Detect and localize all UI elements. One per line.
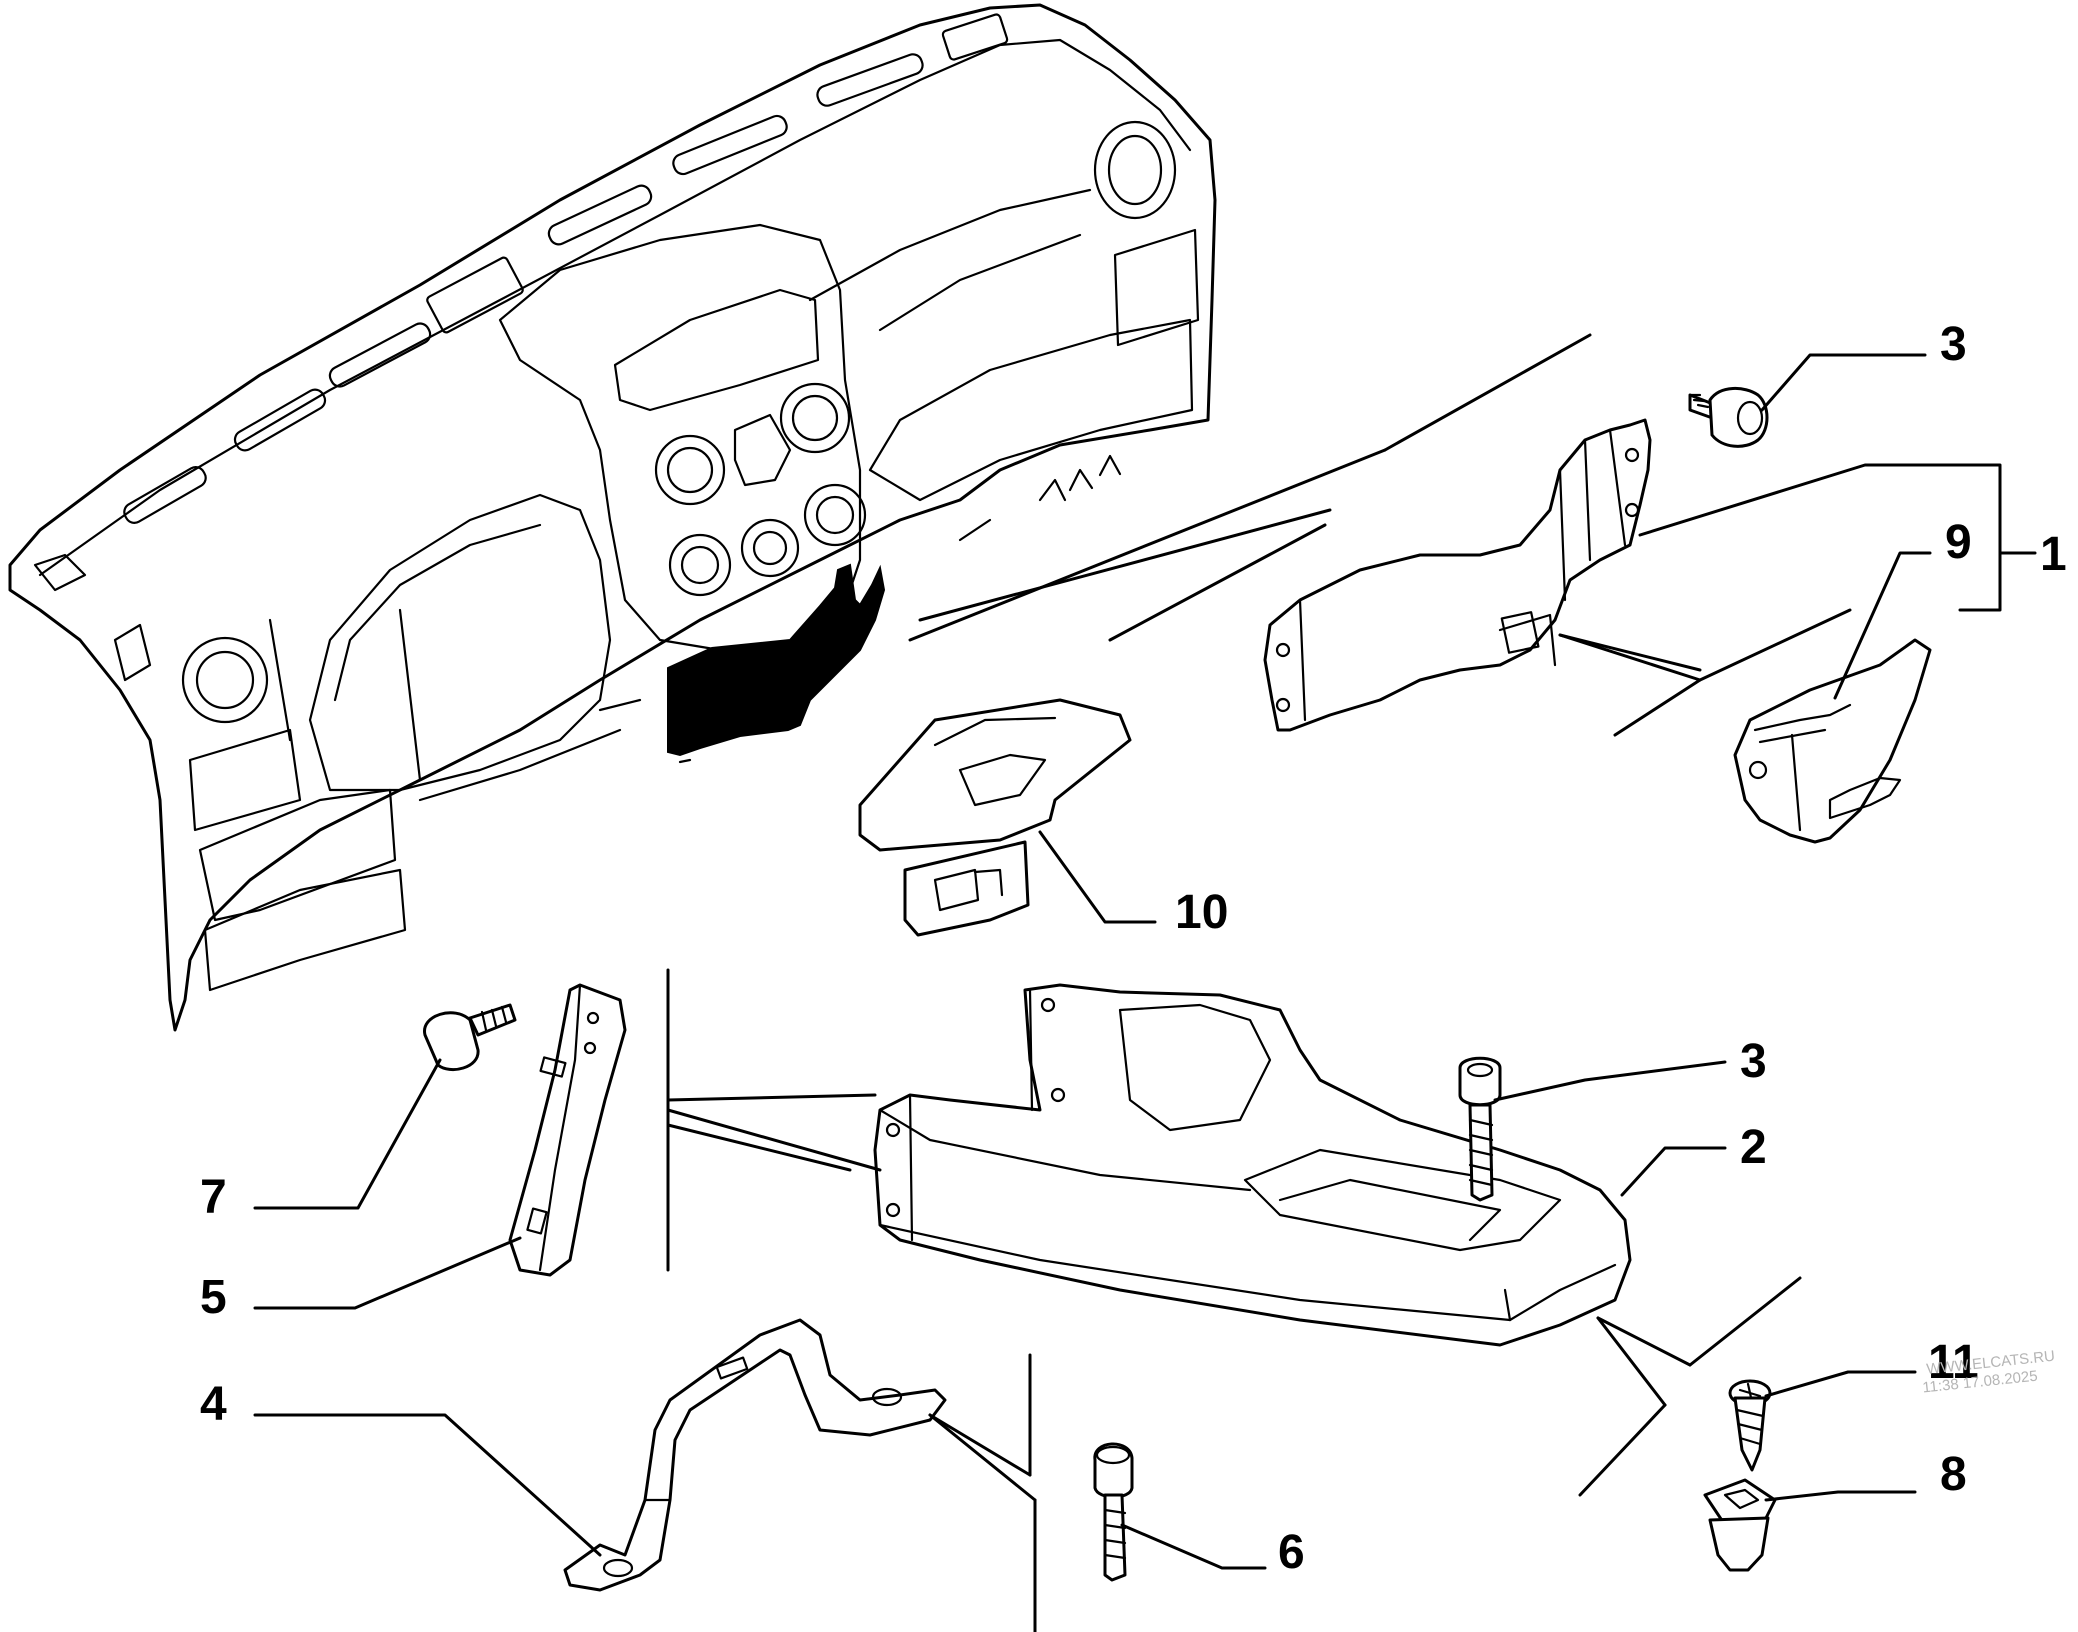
part-5-mounting-strip: [508, 983, 627, 1277]
dashboard-assembly: [8, 3, 1217, 1032]
callout-5: 5: [200, 1271, 227, 1324]
part-9-side-cover: [1733, 638, 1932, 844]
part-3-bolt-upper: [1688, 387, 1769, 448]
callout-labels: 1 2 3 3 4 5 6 7 8 9 10 11: [200, 318, 2067, 1579]
callout-6: 6: [1278, 1526, 1305, 1579]
part-7-bolt: [423, 1003, 517, 1072]
part-3-bolt-middle: [1458, 1056, 1502, 1202]
part-8-clip-nut: [1703, 1478, 1777, 1572]
part-4-support-bracket: [563, 1318, 947, 1592]
callout-7: 7: [200, 1171, 227, 1224]
part-1-side-bracket: [1263, 418, 1652, 732]
callout-4: 4: [200, 1378, 227, 1431]
callout-leaders: [253, 353, 2037, 1570]
callout-2: 2: [1740, 1121, 1767, 1174]
callout-3-middle: 3: [1740, 1035, 1767, 1088]
part-11-screw: [1728, 1379, 1772, 1472]
callout-9: 9: [1945, 516, 1972, 569]
part-6-bolt: [1093, 1442, 1134, 1582]
callout-3-upper: 3: [1940, 318, 1967, 371]
callout-8: 8: [1940, 1448, 1967, 1501]
callout-11: 11: [1928, 1336, 1979, 1389]
dashboard-cutout-area: [667, 563, 886, 757]
callout-10: 10: [1175, 886, 1228, 939]
part-10-switch-bezel: [858, 698, 1132, 937]
part-2-center-console: [873, 983, 1632, 1347]
callout-1: 1: [2040, 528, 2067, 581]
explosion-lines: [666, 333, 1852, 1632]
